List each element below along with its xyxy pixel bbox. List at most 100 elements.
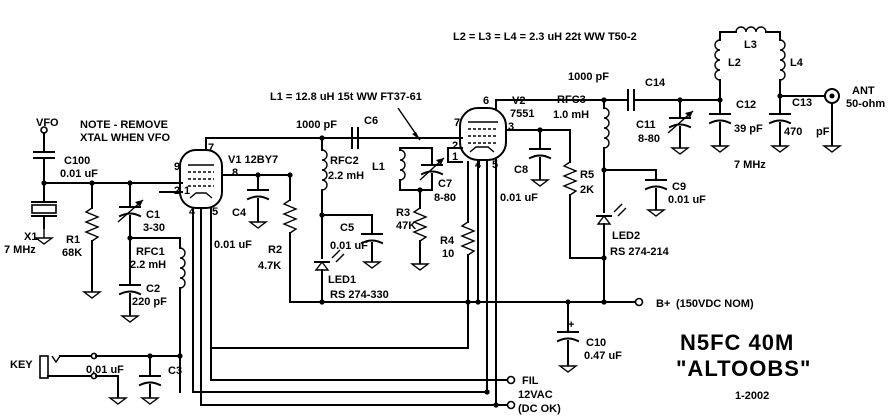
c10-capacitor: + C10 0.47 uF bbox=[556, 301, 622, 373]
v2-type: 7551 bbox=[510, 108, 534, 120]
svg-text:L1: L1 bbox=[372, 161, 385, 173]
svg-text:1: 1 bbox=[184, 185, 190, 197]
svg-text:0.01 uF: 0.01 uF bbox=[500, 192, 538, 204]
vfo-label: VFO bbox=[36, 117, 59, 129]
svg-text:RS 274-330: RS 274-330 bbox=[330, 289, 389, 301]
svg-text:3-30: 3-30 bbox=[143, 222, 165, 234]
c3-capacitor: 0.01 uF C3 bbox=[86, 353, 182, 405]
svg-text:1000 pF: 1000 pF bbox=[296, 119, 337, 131]
svg-text:C2: C2 bbox=[146, 283, 160, 295]
svg-text:KEY: KEY bbox=[10, 359, 33, 371]
c1-trimmer: C1 3-30 bbox=[117, 180, 181, 241]
key-jack: KEY bbox=[10, 352, 181, 405]
svg-text:1.0 mH: 1.0 mH bbox=[553, 109, 589, 121]
c12-capacitor: C12 39 pF 7 MHz bbox=[708, 99, 766, 171]
svg-text:R3: R3 bbox=[396, 207, 410, 219]
title-date: 1-2002 bbox=[735, 390, 769, 402]
svg-text:C12: C12 bbox=[736, 99, 756, 111]
r1-resistor: R1 68K bbox=[62, 180, 103, 299]
l1-c7-tank: L1 C7 8-80 bbox=[372, 107, 456, 204]
c13-capacitor: C13 470 pF bbox=[768, 93, 830, 153]
svg-text:2.2 mH: 2.2 mH bbox=[130, 259, 166, 271]
svg-text:6: 6 bbox=[483, 95, 489, 107]
l2-inductor: L2 bbox=[714, 31, 741, 103]
svg-text:C10: C10 bbox=[586, 337, 606, 349]
c5-capacitor: C5 0.01 uF bbox=[319, 212, 384, 269]
c14-capacitor: 1000 pF C14 bbox=[568, 71, 721, 111]
svg-text:0.01 uF: 0.01 uF bbox=[330, 240, 368, 252]
svg-text:(150VDC NOM): (150VDC NOM) bbox=[676, 298, 754, 310]
svg-text:X1: X1 bbox=[24, 231, 37, 243]
svg-text:LED2: LED2 bbox=[612, 230, 640, 242]
svg-text:C8: C8 bbox=[514, 164, 528, 176]
svg-text:68K: 68K bbox=[62, 247, 82, 259]
rfc2-choke: RFC2 2.2 mH bbox=[319, 135, 364, 259]
v1-label: V1 12BY7 bbox=[228, 154, 278, 166]
v2-tube: V2 7551 6 7 3 2 1 4 5 bbox=[452, 95, 534, 171]
svg-text:(DC OK): (DC OK) bbox=[518, 403, 561, 415]
c4-capacitor: C4 0.01 uF bbox=[214, 172, 270, 251]
svg-text:0.01 uF: 0.01 uF bbox=[60, 168, 98, 180]
svg-text:FIL: FIL bbox=[522, 375, 539, 387]
rfc3-choke: RFC3 1.0 mH bbox=[553, 94, 610, 213]
svg-text:8: 8 bbox=[232, 167, 238, 179]
x1-crystal: X1 7 MHz bbox=[4, 182, 57, 256]
svg-text:C11: C11 bbox=[636, 119, 656, 131]
svg-text:12VAC: 12VAC bbox=[518, 389, 553, 401]
svg-text:R4: R4 bbox=[440, 235, 455, 247]
svg-text:2: 2 bbox=[452, 140, 458, 152]
bplus-terminal: B+ (150VDC NOM) bbox=[603, 297, 754, 310]
inductor-note: L2 = L3 = L4 = 2.3 uH 22t WW T50-2 bbox=[453, 31, 637, 43]
svg-text:C14: C14 bbox=[645, 77, 666, 89]
svg-text:C13: C13 bbox=[792, 97, 812, 109]
c6-capacitor: 1000 pF C6 bbox=[287, 115, 378, 178]
svg-text:1: 1 bbox=[452, 151, 458, 163]
svg-text:2K: 2K bbox=[580, 184, 594, 196]
r5-resistor: R5 2K bbox=[562, 129, 605, 259]
svg-text:0.01 uF: 0.01 uF bbox=[214, 239, 252, 251]
svg-text:RFC2: RFC2 bbox=[330, 155, 359, 167]
svg-text:R1: R1 bbox=[66, 234, 80, 246]
svg-text:pF: pF bbox=[816, 126, 830, 138]
xtal-note-line2: XTAL WHEN VFO bbox=[80, 132, 170, 144]
svg-text:L4: L4 bbox=[790, 57, 804, 69]
svg-text:RFC3: RFC3 bbox=[557, 94, 586, 106]
svg-text:50-ohm: 50-ohm bbox=[846, 98, 885, 110]
svg-text:470: 470 bbox=[784, 126, 802, 138]
svg-text:RFC1: RFC1 bbox=[136, 246, 165, 258]
c100-capacitor: C100 0.01 uF bbox=[33, 151, 98, 184]
antenna-connector: ANT 50-ohm bbox=[821, 85, 885, 153]
svg-text:B+: B+ bbox=[656, 298, 670, 310]
svg-text:C6: C6 bbox=[364, 115, 378, 127]
title-name: "ALTOOBS" bbox=[676, 356, 811, 381]
svg-text:7 MHz: 7 MHz bbox=[734, 159, 766, 171]
l3-inductor: L3 bbox=[719, 26, 781, 51]
r3-resistor: R3 47K bbox=[396, 187, 431, 271]
c2-capacitor: C2 220 pF bbox=[118, 237, 167, 323]
svg-text:3: 3 bbox=[508, 121, 514, 133]
svg-text:LED1: LED1 bbox=[328, 274, 356, 286]
svg-text:R5: R5 bbox=[580, 169, 594, 181]
svg-text:1000 pF: 1000 pF bbox=[568, 71, 609, 83]
svg-text:220 pF: 220 pF bbox=[132, 296, 167, 308]
svg-text:C4: C4 bbox=[232, 207, 247, 219]
svg-text:R2: R2 bbox=[268, 244, 282, 256]
svg-text:0.01 uF: 0.01 uF bbox=[668, 194, 706, 206]
c9-capacitor: C9 0.01 uF bbox=[601, 167, 706, 217]
filament-terminal: FIL 12VAC (DC OK) bbox=[192, 375, 561, 415]
svg-text:47K: 47K bbox=[396, 220, 416, 232]
title-callsign: N5FC 40M bbox=[680, 330, 794, 355]
l1-note: L1 = 12.8 uH 15t WW FT37-61 bbox=[270, 91, 422, 103]
svg-text:ANT: ANT bbox=[852, 85, 875, 97]
svg-text:C1: C1 bbox=[146, 209, 160, 221]
svg-text:9: 9 bbox=[174, 161, 180, 173]
svg-text:5: 5 bbox=[212, 206, 218, 218]
svg-text:0.47 uF: 0.47 uF bbox=[584, 350, 622, 362]
led1-diode: LED1 RS 274-330 bbox=[314, 249, 389, 305]
svg-text:C3: C3 bbox=[168, 365, 182, 377]
l4-inductor: L4 bbox=[779, 31, 827, 97]
svg-text:7: 7 bbox=[454, 117, 460, 129]
rfc1-choke: RFC1 2.2 mH bbox=[130, 237, 186, 393]
